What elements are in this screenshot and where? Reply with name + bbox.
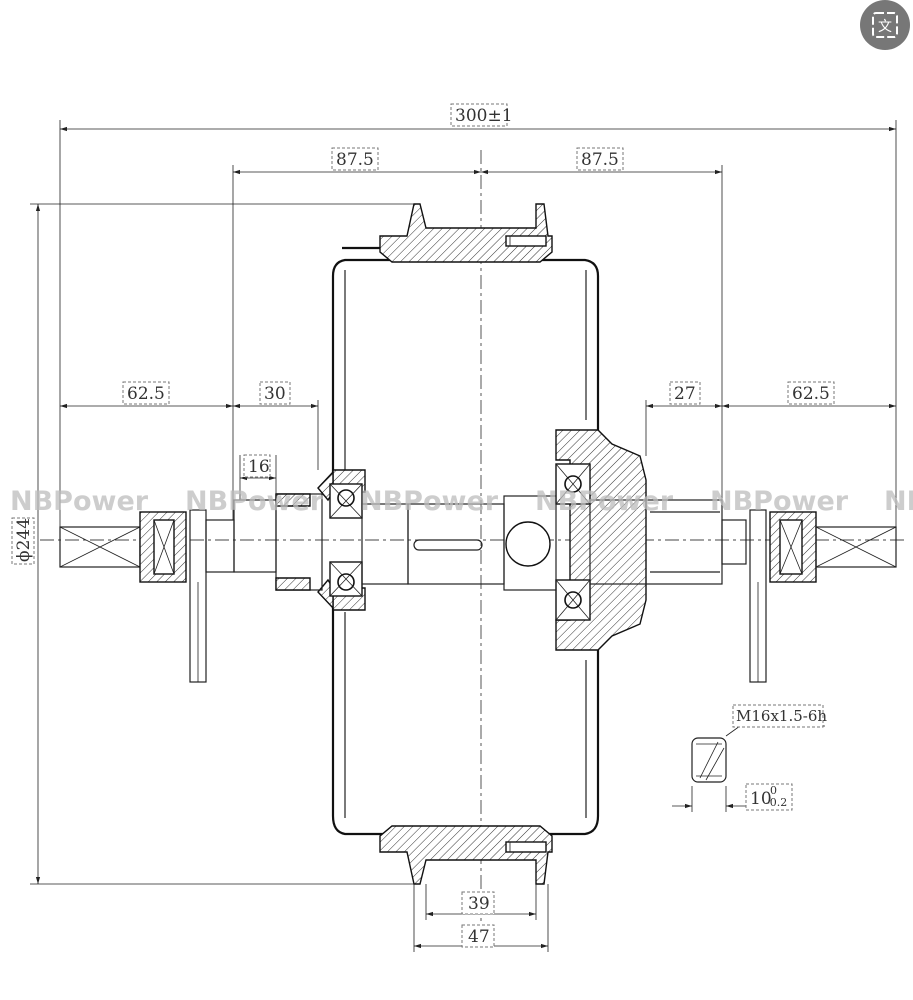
- svg-text:文: 文: [878, 19, 892, 35]
- left-end-cover: [317, 469, 366, 611]
- watermark-4: NBPower: [535, 486, 674, 517]
- dim-overall: 300±1: [455, 106, 513, 126]
- dim-right-inner: 27: [674, 384, 696, 404]
- watermark-2: NBPower: [185, 486, 324, 517]
- translate-icon: 文: [872, 12, 898, 38]
- dimension-labels: 300±1 87.5 87.5 62.5 30 16 27 62.5 ϕ244 …: [11, 103, 835, 948]
- watermark-5: NBPower: [710, 486, 849, 517]
- dim-flat-lower-tol: -0.2: [766, 796, 787, 809]
- watermark-1: NBPower: [10, 486, 149, 517]
- watermark-3: NBPower: [360, 486, 499, 517]
- dim-rim-inner: 39: [468, 894, 490, 914]
- translate-button[interactable]: 文: [860, 0, 910, 50]
- dim-flat: 10: [750, 789, 772, 809]
- watermarks: NBPower NBPower NBPower NBPower NBPower …: [10, 486, 913, 517]
- shaft: [59, 493, 897, 683]
- dim-right-axle: 62.5: [792, 384, 830, 404]
- dim-thread: M16x1.5-6h: [736, 707, 827, 725]
- dim-diameter: ϕ244: [14, 518, 34, 562]
- dim-left-half: 87.5: [336, 150, 374, 170]
- watermark-6: NI: [884, 486, 913, 517]
- dim-left-inner: 30: [264, 384, 286, 404]
- dim-left-axle: 62.5: [127, 384, 165, 404]
- dim-right-half: 87.5: [581, 150, 619, 170]
- dimension-lines: [30, 120, 897, 952]
- dim-flat-upper-tol: 0: [770, 784, 777, 797]
- dim-rim-outer: 47: [468, 927, 490, 947]
- right-end-cover: [555, 429, 647, 651]
- dim-left-step: 16: [248, 457, 270, 477]
- hub-shell: [331, 203, 600, 885]
